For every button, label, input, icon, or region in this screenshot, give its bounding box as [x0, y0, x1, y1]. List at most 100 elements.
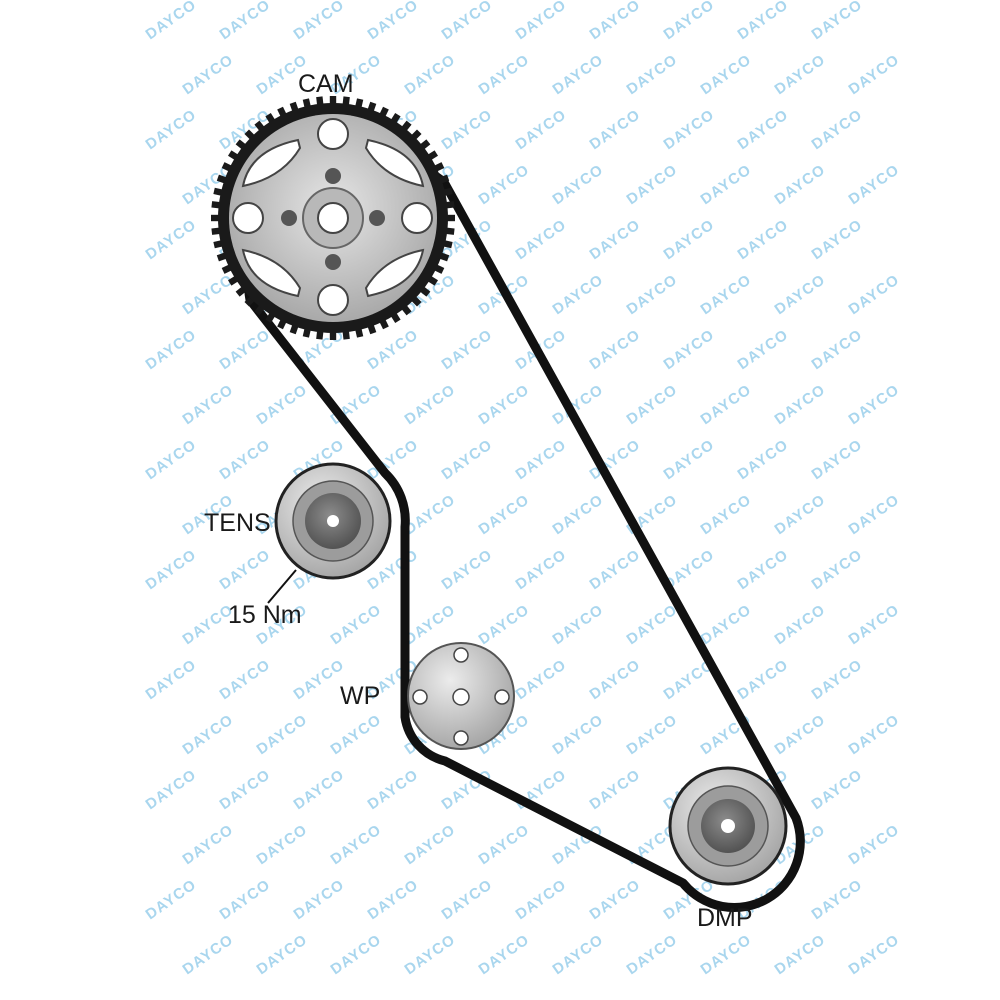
watermark-text: DAYCO [476, 161, 533, 208]
watermark-text: DAYCO [661, 436, 718, 483]
cam-center-hole [317, 202, 349, 234]
watermark-text: DAYCO [698, 51, 755, 98]
watermark-text: DAYCO [735, 0, 792, 43]
watermark-text: DAYCO [809, 436, 866, 483]
crank-damper-pulley [668, 766, 788, 886]
torque-label: 15 Nm [228, 601, 302, 629]
watermark-text: DAYCO [624, 931, 681, 978]
watermark-text: DAYCO [180, 51, 237, 98]
watermark-text: DAYCO [143, 216, 200, 263]
watermark-text: DAYCO [772, 161, 829, 208]
watermark-text: DAYCO [143, 326, 200, 373]
watermark-text: DAYCO [217, 0, 274, 43]
watermark-text: DAYCO [217, 436, 274, 483]
watermark-text: DAYCO [809, 766, 866, 813]
watermark-text: DAYCO [402, 601, 459, 648]
watermark-text: DAYCO [809, 656, 866, 703]
watermark-text: DAYCO [180, 931, 237, 978]
watermark-text: DAYCO [809, 106, 866, 153]
cam-hub-bolt-bottom [325, 254, 341, 270]
watermark-text: DAYCO [513, 436, 570, 483]
watermark-text: DAYCO [476, 931, 533, 978]
watermark-text: DAYCO [772, 381, 829, 428]
watermark-text: DAYCO [143, 766, 200, 813]
cam-cutout-bottom-right [364, 248, 425, 298]
watermark-text: DAYCO [365, 876, 422, 923]
cam-hub-bolt-top [325, 168, 341, 184]
watermark-text: DAYCO [254, 711, 311, 758]
cam-tooth [329, 96, 337, 108]
watermark-text: DAYCO [735, 106, 792, 153]
watermark-text: DAYCO [402, 51, 459, 98]
watermark-text: DAYCO [846, 491, 903, 538]
watermark-text: DAYCO [143, 106, 200, 153]
watermark-text: DAYCO [772, 931, 829, 978]
cam-hub-bolt-left [281, 210, 297, 226]
watermark-text: DAYCO [328, 821, 385, 868]
watermark-text: DAYCO [809, 876, 866, 923]
watermark-text: DAYCO [809, 0, 866, 43]
watermark-text: DAYCO [328, 711, 385, 758]
cam-tooth [329, 328, 337, 340]
watermark-text: DAYCO [735, 546, 792, 593]
watermark-text: DAYCO [439, 326, 496, 373]
tensioner-label: TENS [204, 509, 271, 537]
watermark-text: DAYCO [180, 381, 237, 428]
watermark-text: DAYCO [624, 271, 681, 318]
tensioner-pulley [274, 462, 392, 580]
watermark-text: DAYCO [846, 601, 903, 648]
watermark-text: DAYCO [846, 931, 903, 978]
watermark-text: DAYCO [402, 381, 459, 428]
watermark-text: DAYCO [550, 161, 607, 208]
watermark-text: DAYCO [698, 381, 755, 428]
water-pump-hole-center [452, 688, 470, 706]
watermark-text: DAYCO [402, 931, 459, 978]
damper-label: DMP [697, 904, 753, 932]
watermark-text: DAYCO [587, 216, 644, 263]
watermark-text: DAYCO [217, 656, 274, 703]
watermark-text: DAYCO [365, 766, 422, 813]
watermark-text: DAYCO [143, 656, 200, 703]
watermark-text: DAYCO [328, 601, 385, 648]
watermark-text: DAYCO [513, 656, 570, 703]
watermark-text: DAYCO [476, 821, 533, 868]
watermark-text: DAYCO [587, 766, 644, 813]
watermark-text: DAYCO [698, 491, 755, 538]
watermark-text: DAYCO [846, 161, 903, 208]
cam-hole-right [401, 202, 433, 234]
cam-hole-bottom [317, 284, 349, 316]
watermark-text: DAYCO [550, 601, 607, 648]
tensioner-center-hole [327, 515, 339, 527]
cam-cutout-bottom-left [241, 248, 302, 298]
watermark-text: DAYCO [291, 0, 348, 43]
watermark-text: DAYCO [735, 436, 792, 483]
watermark-text: DAYCO [439, 546, 496, 593]
watermark-text: DAYCO [624, 161, 681, 208]
watermark-text: DAYCO [809, 546, 866, 593]
water-pump-hole-bottom [453, 730, 469, 746]
cam-label: CAM [298, 70, 354, 98]
watermark-text: DAYCO [143, 876, 200, 923]
cam-hub-bolt-right [369, 210, 385, 226]
watermark-text: DAYCO [550, 491, 607, 538]
water-pump-hole-top [453, 647, 469, 663]
watermark-text: DAYCO [587, 876, 644, 923]
cam-sprocket [211, 96, 455, 340]
watermark-text: DAYCO [402, 821, 459, 868]
cam-hole-left [232, 202, 264, 234]
watermark-text: DAYCO [143, 546, 200, 593]
watermark-text: DAYCO [846, 711, 903, 758]
watermark-text: DAYCO [661, 326, 718, 373]
watermark-text: DAYCO [772, 491, 829, 538]
watermark-text: DAYCO [661, 0, 718, 43]
water-pump-label: WP [340, 682, 380, 710]
watermark-text: DAYCO [624, 601, 681, 648]
watermark-text: DAYCO [513, 216, 570, 263]
water-pump-pulley [407, 642, 515, 750]
watermark-text: DAYCO [476, 51, 533, 98]
watermark-text: DAYCO [439, 106, 496, 153]
watermark-text: DAYCO [809, 326, 866, 373]
watermark-text: DAYCO [439, 876, 496, 923]
watermark-text: DAYCO [624, 381, 681, 428]
